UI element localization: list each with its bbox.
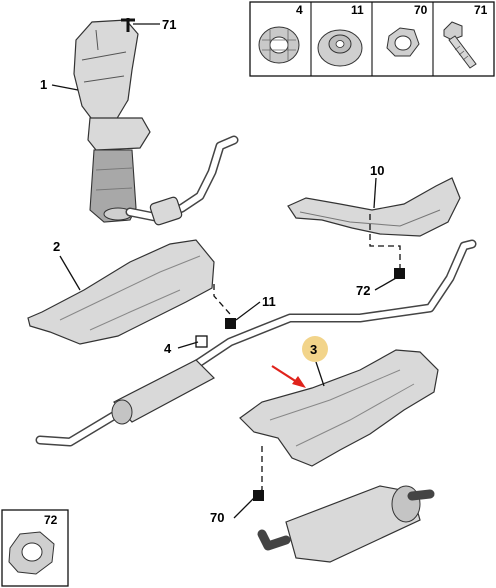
plus-bolt-icon bbox=[121, 18, 135, 32]
callout-2: 2 bbox=[53, 239, 60, 254]
fastener-label-70: 70 bbox=[414, 3, 428, 17]
callout-4: 4 bbox=[164, 341, 172, 356]
callout-10: 10 bbox=[370, 163, 384, 178]
fastener-marker bbox=[253, 490, 264, 501]
highlight-arrow bbox=[271, 365, 306, 388]
callout-3: 3 bbox=[310, 342, 317, 357]
fastener-label-71: 71 bbox=[474, 3, 488, 17]
nut-panel: 72 bbox=[1, 509, 69, 587]
heat-shield-rear-part bbox=[287, 177, 461, 237]
bolt-icon bbox=[443, 21, 477, 69]
center-silencer-part bbox=[111, 359, 215, 425]
washer-icon bbox=[258, 26, 300, 64]
callout-72: 72 bbox=[356, 283, 370, 298]
highlight-circle bbox=[302, 336, 328, 362]
catalytic-converter-part bbox=[73, 19, 151, 223]
callout-70: 70 bbox=[210, 510, 224, 525]
fastener-panel: 4 11 70 71 bbox=[249, 1, 495, 77]
hex-nut-icon bbox=[386, 27, 420, 57]
washer-marker bbox=[195, 335, 208, 348]
fastener-marker bbox=[394, 268, 405, 279]
nut-panel-label: 72 bbox=[44, 513, 58, 527]
callout-1: 1 bbox=[40, 77, 47, 92]
heat-shield-front-part bbox=[27, 239, 215, 345]
rear-muffler-part bbox=[257, 485, 435, 563]
fastener-marker bbox=[225, 318, 236, 329]
fastener-label-11: 11 bbox=[351, 3, 364, 17]
flange-nut-icon bbox=[317, 29, 363, 67]
fastener-label-4: 4 bbox=[296, 3, 303, 17]
callout-71: 71 bbox=[162, 17, 176, 32]
heat-shield-center-part bbox=[239, 349, 439, 467]
callout-11: 11 bbox=[262, 294, 276, 309]
